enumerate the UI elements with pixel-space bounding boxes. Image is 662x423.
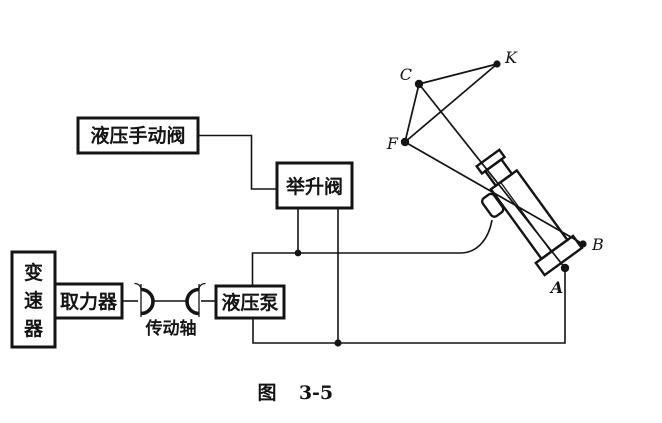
pipe-return-line <box>252 268 566 344</box>
ujoint-2-fork-icon <box>185 287 200 316</box>
lift-cylinder <box>474 148 584 277</box>
drive-shaft-label: 传动轴 <box>145 318 197 339</box>
pivot-dot-K <box>493 60 501 68</box>
drive-shaft: 传动轴 <box>122 282 216 339</box>
ujoint-2-curl <box>198 282 206 290</box>
pipe-curve-to-cylinder-port <box>459 219 493 254</box>
figure-caption: 图 3-5 <box>257 382 333 404</box>
pipe-pump-to-cylinder <box>251 252 460 286</box>
transmission-char-2: 速 <box>24 289 43 312</box>
manual-valve-box <box>76 116 200 155</box>
link-F-B <box>404 141 584 245</box>
lift-valve-label: 举升阀 <box>285 175 343 198</box>
pivot-dot-C <box>414 79 424 89</box>
transmission-char-3: 器 <box>23 318 44 340</box>
link-C-F <box>404 83 420 143</box>
link-F-K <box>404 63 498 143</box>
point-label-F: F <box>386 134 399 153</box>
point-label-K: K <box>504 48 518 67</box>
caption-number: 3-5 <box>299 382 333 404</box>
pipe-lines <box>198 134 566 347</box>
transmission-box <box>10 250 57 349</box>
junction-dot-supply <box>294 249 302 257</box>
linkage: C K F B A <box>386 48 604 297</box>
pivot-dot-B <box>579 240 587 248</box>
pivot-dot-F <box>400 137 410 147</box>
ujoint-1-curl <box>134 282 142 290</box>
cylinder-oil-port <box>480 192 505 218</box>
pto-label: 取力器 <box>60 290 118 313</box>
pipe-manual-valve-to-lift-valve <box>198 134 277 190</box>
link-C-K <box>418 63 498 85</box>
link-C-A <box>418 83 566 269</box>
lift-valve-box <box>275 161 354 210</box>
manual-valve-label: 液压手动阀 <box>90 124 185 147</box>
pivot-dot-A <box>560 263 570 273</box>
pump-label: 液压泵 <box>221 291 278 314</box>
component-boxes: 液压手动阀 举升阀 液压泵 变 速 器 取力器 <box>10 116 354 349</box>
transmission-char-1: 变 <box>24 261 43 284</box>
ujoint-1-fork-icon <box>140 287 155 316</box>
cylinder-base-cap <box>534 234 584 277</box>
point-label-B: B <box>591 235 604 254</box>
point-label-C: C <box>400 65 412 84</box>
junction-dot-return <box>334 339 342 347</box>
point-label-A: A <box>549 278 563 297</box>
pump-box <box>214 284 286 320</box>
caption-prefix: 图 <box>257 382 276 404</box>
